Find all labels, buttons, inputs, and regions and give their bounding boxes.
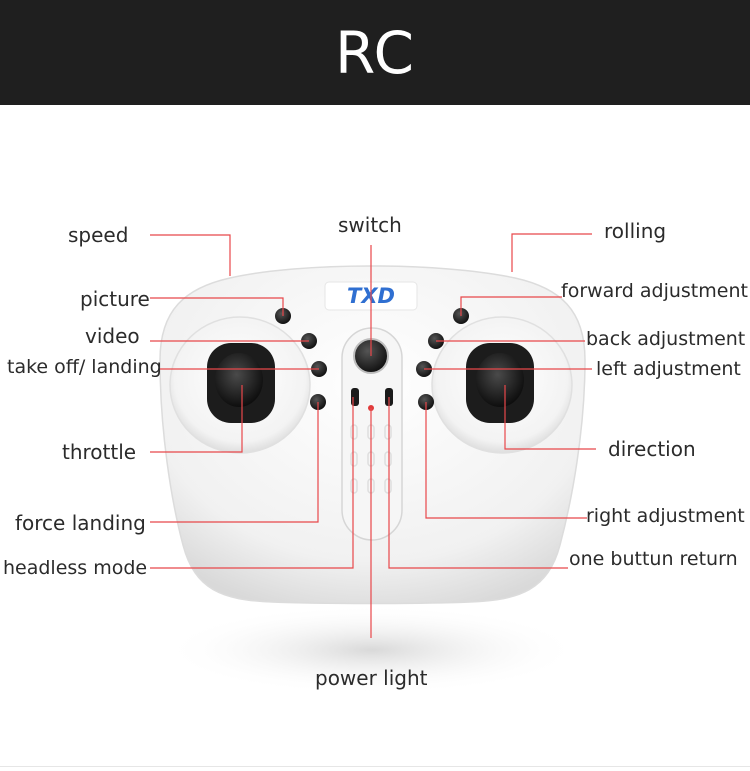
label-left-adjustment: left adjustment	[596, 358, 741, 380]
leader-picture	[150, 297, 284, 316]
page-title: RC	[335, 18, 415, 87]
label-speed: speed	[68, 223, 129, 247]
label-power-light: power light	[315, 666, 428, 690]
label-back-adjustment: back adjustment	[586, 328, 746, 350]
label-picture: picture	[80, 287, 150, 311]
leader-throttle	[150, 385, 243, 453]
controller-shadow	[162, 605, 582, 695]
leader-direction	[504, 385, 596, 450]
throttle-stick[interactable]	[215, 353, 263, 407]
headless-mode-button[interactable]	[351, 388, 359, 406]
label-one-button-return: one buttun return	[569, 548, 738, 570]
direction-stick[interactable]	[476, 353, 524, 407]
leader-rolling	[511, 233, 592, 272]
label-throttle: throttle	[62, 440, 137, 464]
label-rolling: rolling	[604, 219, 667, 243]
label-video: video	[85, 324, 140, 348]
label-forward-adjustment: forward adjustment	[561, 280, 748, 302]
leader-lines	[150, 233, 596, 638]
header-bar: RC	[0, 0, 750, 105]
label-right-adjustment: right adjustment	[586, 505, 745, 527]
leader-right-adjustment	[425, 402, 587, 519]
leader-one-button-return	[388, 397, 568, 569]
label-force-landing: force landing	[15, 511, 146, 535]
leader-force-landing	[150, 402, 319, 523]
label-take-off-landing: take off/ landing	[7, 356, 162, 378]
label-headless-mode: headless mode	[3, 557, 148, 579]
footer-divider	[0, 766, 750, 767]
leader-forward-adjustment	[460, 296, 562, 316]
label-direction: direction	[608, 437, 696, 461]
label-switch: switch	[338, 213, 402, 237]
center-grill	[350, 424, 392, 494]
leader-speed	[150, 234, 231, 276]
leader-headless-mode	[150, 397, 354, 569]
